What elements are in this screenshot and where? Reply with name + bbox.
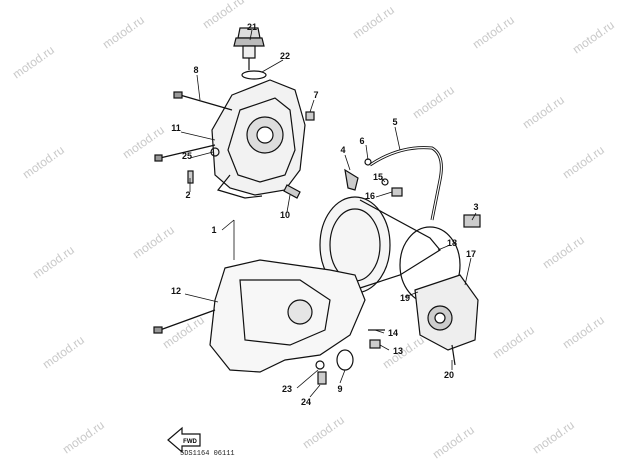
callout-label: 13 <box>393 346 403 356</box>
callout-label: 6 <box>359 136 364 146</box>
drain-bolt-24-part <box>317 371 327 385</box>
callout-label: 8 <box>193 65 198 75</box>
washer-25-part <box>210 147 220 157</box>
bolt-13-part <box>369 339 381 349</box>
callout-label: 18 <box>447 238 457 248</box>
forward-arrow-icon: FWD <box>167 426 201 454</box>
crankcase-main-part <box>209 259 366 373</box>
callout-label: 10 <box>280 210 290 220</box>
callout-label: 7 <box>313 90 318 100</box>
o-ring-part <box>241 70 267 80</box>
callout-label: 11 <box>171 123 181 133</box>
diagram-part-code: 5DS1164 06111 <box>180 450 235 458</box>
crankcase-cover-17-part <box>414 274 479 351</box>
plug-7-part <box>305 111 315 121</box>
callout-label: 16 <box>365 191 375 201</box>
callout-label: 2 <box>185 190 190 200</box>
callout-label: 24 <box>301 397 311 407</box>
callout-label: 20 <box>444 370 454 380</box>
callout-label: 1 <box>211 225 216 235</box>
callout-label: 4 <box>340 145 345 155</box>
callout-label: 17 <box>466 249 476 259</box>
leader-lines <box>180 29 477 398</box>
oil-filler-cap-part <box>233 27 265 70</box>
long-bolt-12-part <box>159 309 216 331</box>
callout-label: 22 <box>280 51 290 61</box>
callout-label: 12 <box>171 286 181 296</box>
callout-label: 25 <box>182 151 192 161</box>
long-bolt-part <box>179 94 233 111</box>
callout-label: 3 <box>473 202 478 212</box>
dowel-pin-2-part <box>187 170 194 184</box>
bolt-11-part <box>159 144 216 159</box>
callout-label: 21 <box>247 22 257 32</box>
seal-9-part <box>336 349 354 371</box>
fitting-10-part <box>283 184 301 199</box>
elbow-fitting-part <box>344 168 359 191</box>
hose-clip-15-part <box>381 178 389 186</box>
washer-23-part <box>315 360 325 370</box>
callout-label: 14 <box>388 328 398 338</box>
callout-label: 19 <box>400 293 410 303</box>
union-16-part <box>391 187 403 197</box>
callout-label: 5 <box>392 117 397 127</box>
callout-label: 15 <box>373 172 383 182</box>
bolt-20-part <box>451 344 456 366</box>
callout-label: 23 <box>282 384 292 394</box>
fwd-label: FWD <box>183 439 197 445</box>
callout-label: 9 <box>337 384 342 394</box>
gasket-housing-part <box>319 196 441 294</box>
bearing-3-part <box>463 214 481 228</box>
crankcase-right-half <box>211 79 306 199</box>
